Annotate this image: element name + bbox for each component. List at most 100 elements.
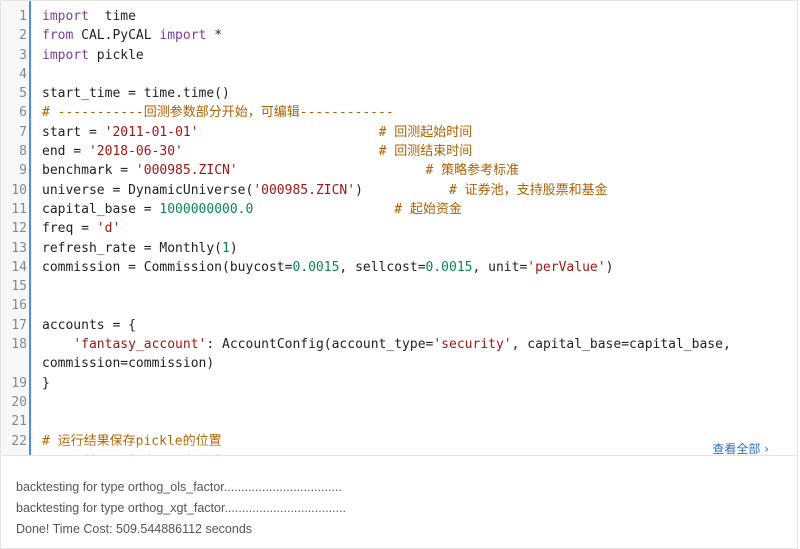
code-token: start = [42,124,105,140]
code-text: freq = 'd' [42,219,120,238]
code-token: } [42,375,50,391]
code-token: time [88,9,136,24]
code-token: ) [605,259,614,275]
code-token: '000985.ZICN' [253,182,356,198]
line-number: 9 [19,163,27,179]
code-line: 13 refresh_rate = Monthly(1) [1,239,797,258]
code-token: # 回测起始时间 [378,124,473,140]
output-line: Done! Time Cost: 509.544886112 seconds [16,522,253,536]
code-text: capital_base = 1000000000.0 # 起始资金 [42,200,462,219]
line-number: 11 [11,201,27,217]
code-token: # 起始资金 [394,201,462,217]
code-token: import [42,47,89,63]
code-text: commission=commission) [42,354,214,373]
code-line: 3 import pickle [1,46,797,65]
code-token: import [42,9,89,24]
code-token: 'perValue' [527,259,606,275]
code-token: 'fantasy_account' [73,337,207,353]
code-token: capital_base = [42,201,160,217]
code-token: 0.0015 [292,259,340,275]
code-text: import pickle [42,46,144,65]
line-number: 8 [19,144,27,160]
code-line: 9 benchmark = '000985.ZICN' # 策略参考标准 [1,161,797,180]
line-number: 4 [19,66,27,82]
code-token: 1000000000.0 [159,201,254,217]
code-text: } [42,374,50,393]
line-number: 13 [11,240,27,256]
code-token [253,202,394,217]
line-number: 16 [11,298,27,314]
code-line: 4 [1,65,797,84]
code-line: 8 end = '2018-06-30' # 回测结束时间 [1,142,797,161]
line-number: 1 [19,9,27,24]
code-line: 5 start_time = time.time() [1,84,797,103]
code-token: freq = [42,221,97,237]
code-text: 'fantasy_account': AccountConfig(account… [42,335,730,354]
code-line: 20 [1,393,797,412]
output-panel: backtesting for type orthog_ols_factor..… [0,455,798,549]
code-token: from [42,28,74,44]
code-line: 18 'fantasy_account': AccountConfig(acco… [1,335,797,354]
code-text: benchmark = '000985.ZICN' # 策略参考标准 [42,161,519,180]
code-line: 12 freq = 'd' [1,219,797,238]
code-token: pickle [88,47,144,63]
code-token: , unit= [472,259,528,275]
code-token: * [206,28,223,44]
code-token: 'security' [433,337,512,353]
line-number-gutter [1,1,31,455]
code-line: 16 [1,296,797,315]
code-text: refresh_rate = Monthly(1) [42,239,238,258]
code-line: 7 start = '2011-01-01' # 回测起始时间 [1,123,797,142]
code-token: # -----------回测参数部分开始，可编辑------------ [42,105,394,121]
code-token: commission=commission) [42,356,215,372]
code-token [238,163,426,178]
code-token: ) [355,182,449,198]
code-text: import time [42,7,136,26]
line-number: 10 [11,182,27,198]
line-number: 12 [11,221,27,237]
code-token [42,337,73,352]
code-token: start_time = time.time() [42,86,230,102]
code-line: 10 universe = DynamicUniverse('000985.ZIC… [1,181,797,200]
collapse-fade [33,441,796,455]
line-number: 6 [19,105,27,121]
code-text: start_time = time.time() [42,84,230,103]
code-token: 'd' [96,221,121,237]
code-token: commission = Commission(buycost= [42,259,293,275]
code-token: end = [42,144,89,160]
code-line: commission=commission) [1,354,797,373]
line-number: 18 [11,337,27,353]
code-token: 0.0015 [425,259,473,275]
line-number: 5 [19,86,27,102]
code-line: 17 accounts = { [1,316,797,335]
line-number: 22 [11,433,27,449]
code-token: ) [229,240,238,256]
code-token: accounts = { [42,317,136,333]
code-token: refresh_rate = Monthly( [42,240,223,256]
code-text: end = '2018-06-30' # 回测结束时间 [42,142,472,161]
code-token [199,125,379,140]
code-token: universe = DynamicUniverse( [42,182,254,198]
code-token: , sellcost= [339,259,426,275]
code-token: '000985.ZICN' [135,163,238,179]
code-text: start = '2011-01-01' # 回测起始时间 [42,123,472,142]
code-line: 11 capital_base = 1000000000.0 # 起始资金 [1,200,797,219]
line-number: 17 [11,317,27,333]
line-number: 20 [11,394,27,410]
line-number: 7 [19,124,27,140]
line-number: 3 [19,47,27,63]
line-number: 2 [19,28,27,44]
code-text: # -----------回测参数部分开始，可编辑------------ [42,103,394,122]
output-line: backtesting for type orthog_ols_factor..… [16,480,342,494]
line-number: 15 [11,279,27,295]
code-line: 19} [1,374,797,393]
code-token: # 证券池，支持股票和基金 [449,182,608,198]
code-text: universe = DynamicUniverse('000985.ZICN'… [42,181,608,200]
code-line: 21 [1,412,797,431]
code-token: benchmark = [42,163,136,179]
code-token: # 回测结束时间 [378,144,473,160]
view-all-link[interactable]: 查看全部 › [710,440,771,455]
code-line: 1 import time [1,7,797,26]
